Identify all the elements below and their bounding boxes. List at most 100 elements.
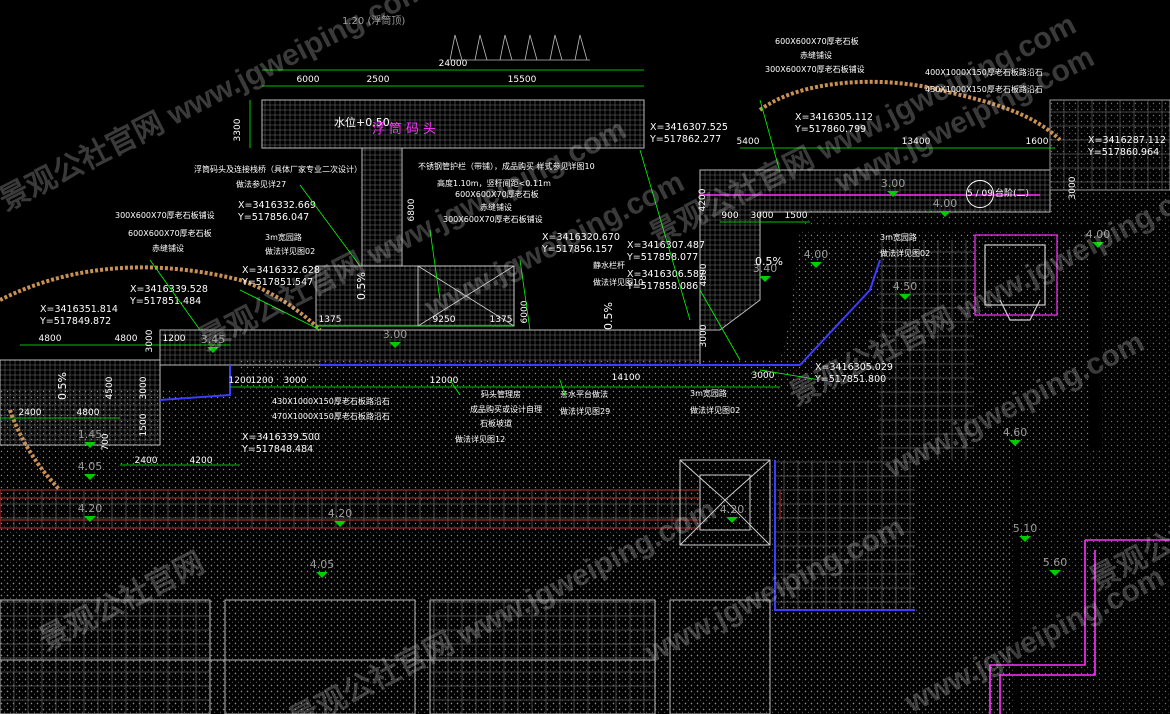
dimension-label: 1375 xyxy=(490,315,513,325)
coordinate-x: X=3416339.528 xyxy=(130,284,208,295)
level-triangle xyxy=(887,191,899,197)
leader-line xyxy=(639,149,691,321)
detail-symbol-label: 台阶(二) xyxy=(995,189,1030,199)
lower-planting-grid xyxy=(0,599,771,714)
leader-line xyxy=(519,259,531,331)
dimension-label: 3000 xyxy=(751,211,774,221)
annotation-note: 静水栏杆 xyxy=(593,260,625,270)
slope-label: 0.5% xyxy=(355,272,368,300)
level-triangle xyxy=(1092,242,1104,248)
level-label: 4.60 xyxy=(1003,426,1028,439)
level-label: 3.00 xyxy=(881,177,906,190)
annotation-note: 600X600X70厚老石板 xyxy=(455,189,539,199)
coordinate-x: X=3416305.112 xyxy=(795,112,873,123)
annotation-note: 400X1000X150厚老石板路沿石 xyxy=(925,67,1043,77)
annotation-note: 浮筒码头及连接栈桥（具体厂家专业二次设计） xyxy=(194,164,362,174)
level-triangle xyxy=(1009,440,1021,446)
coordinate-x: X=3416307.525 xyxy=(650,122,728,133)
coordinate-layer: X=3416307.525Y=517862.277X=3416305.112Y=… xyxy=(39,112,1166,455)
level-label: 4.20 xyxy=(328,507,353,520)
coordinate-y: Y=517860.964 xyxy=(1087,147,1159,158)
annotation-note: 3m宽园路 xyxy=(265,232,302,242)
dimension-label: 3000 xyxy=(145,329,155,352)
leader-line xyxy=(149,259,201,331)
dimension-label: 4800 xyxy=(699,263,709,286)
dimension-label: 3000 xyxy=(752,371,775,381)
annotation-note: 430X1000X150厚老石板路沿石 xyxy=(925,84,1043,94)
level-label: 4.20 xyxy=(78,502,103,515)
boardwalk-rail xyxy=(0,489,781,529)
dimension-label: 4800 xyxy=(39,334,62,344)
annotation-note: 3m宽园路 xyxy=(880,232,917,242)
level-label: 4.00 xyxy=(804,248,829,261)
slope-label: 0.5% xyxy=(602,302,615,330)
dimension-label: 2400 xyxy=(135,456,158,466)
dimension-label: 4500 xyxy=(105,376,115,399)
leader-line xyxy=(759,369,821,381)
level-label: 5.10 xyxy=(1013,522,1038,535)
level-label: 3.40 xyxy=(753,262,778,275)
coordinate-y: Y=517848.484 xyxy=(241,444,313,455)
annotation-note: 做法详见图02 xyxy=(265,246,315,256)
leader-line xyxy=(299,184,361,267)
level-label: 4.05 xyxy=(78,460,103,473)
level-triangle xyxy=(334,521,346,527)
coordinate-x: X=3416306.587 xyxy=(627,269,705,280)
level-label: 4.05 xyxy=(310,558,335,571)
annotation-note: 赤缝铺设 xyxy=(480,202,512,212)
level-triangle xyxy=(726,517,738,523)
dimension-label: 6000 xyxy=(297,75,320,85)
coordinate-x: X=3416287.112 xyxy=(1088,135,1166,146)
coordinate-y: Y=517860.799 xyxy=(794,124,866,135)
dimension-label: 4200 xyxy=(190,456,213,466)
dimension-label: 24000 xyxy=(439,59,468,69)
dimension-label: 1200 xyxy=(163,334,186,344)
dock-title: 浮筒码头 xyxy=(372,122,441,137)
dimension-label: 3000 xyxy=(1068,176,1078,199)
annotation-note: 做法详见图02 xyxy=(690,405,740,415)
dimension-label: 3000 xyxy=(284,376,307,386)
float-top-label: 1.20 (浮筒顶) xyxy=(342,16,406,27)
dimension-label: 900 xyxy=(721,211,738,221)
leader-line xyxy=(429,229,441,301)
detail-symbol: 5 / 09 xyxy=(966,180,994,208)
palisade-sketch xyxy=(449,34,590,61)
dimension-label: 1375 xyxy=(319,315,342,325)
dimension-label: 5400 xyxy=(737,137,760,147)
coordinate-y: Y=517851.547 xyxy=(241,277,313,288)
coordinate-x: X=3416305.029 xyxy=(815,362,893,373)
level-label: 4.00 xyxy=(1086,228,1111,241)
annotation-note: 高度1.10m，竖杆间距<0.11m xyxy=(437,178,551,188)
level-label: 3.00 xyxy=(383,328,408,341)
level-triangle xyxy=(84,442,96,448)
annotation-note: 600X600X70厚老石板 xyxy=(775,36,859,46)
dimension-label: 9250 xyxy=(433,315,456,325)
detail-symbol-ref: 5 / 09 xyxy=(967,189,993,199)
dimension-label: 4800 xyxy=(77,408,100,418)
coordinate-y: Y=517856.157 xyxy=(541,244,613,255)
level-triangle xyxy=(1049,570,1061,576)
dock-title-box: 水位+0.50 浮筒码头 xyxy=(262,100,644,148)
annotation-note: 3m宽园路 xyxy=(690,388,727,398)
dimension-label: 4800 xyxy=(115,334,138,344)
leader-line xyxy=(699,289,741,361)
dimension-label: 2400 xyxy=(19,408,42,418)
level-triangle xyxy=(84,474,96,480)
level-label: 4.00 xyxy=(933,197,958,210)
water-level-label: 水位+0.50 xyxy=(334,116,390,129)
coordinate-y: Y=517849.872 xyxy=(39,316,111,327)
dimension-label: 14100 xyxy=(612,373,641,383)
level-triangle xyxy=(810,262,822,268)
coordinate-x: X=3416351.814 xyxy=(40,304,118,315)
dimension-label: 12000 xyxy=(430,376,459,386)
dimension-label: 1200 xyxy=(251,376,274,386)
coordinate-y: Y=517858.086 xyxy=(626,281,698,292)
annotation-note: 做法详见图29 xyxy=(560,406,610,416)
dimension-label: 15500 xyxy=(508,75,537,85)
annotation-note: 赤缝铺设 xyxy=(152,243,184,253)
annotation-note: 不锈钢管护栏（带铺），成品购买 样式参见详图10 xyxy=(418,161,595,171)
